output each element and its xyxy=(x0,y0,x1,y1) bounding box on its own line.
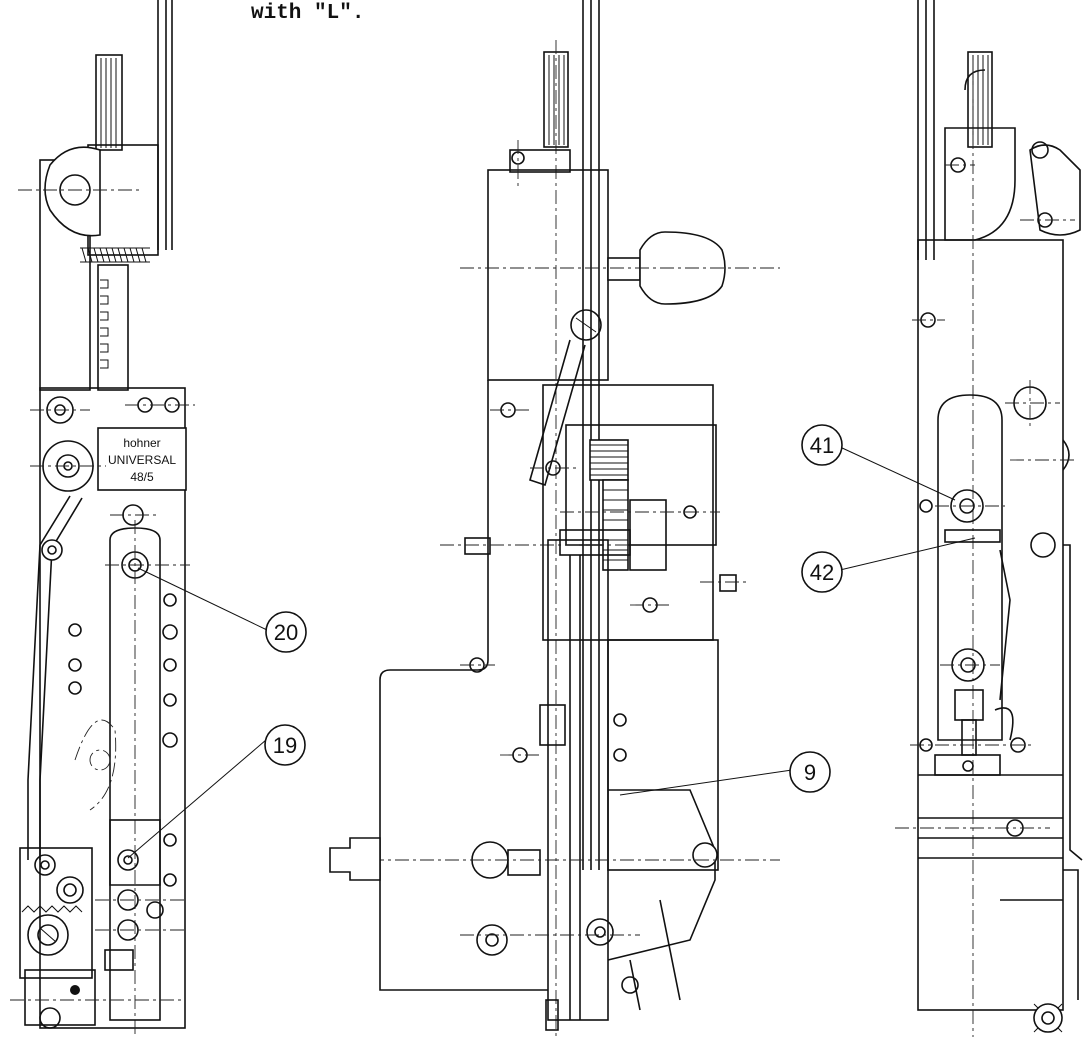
svg-text:41: 41 xyxy=(810,433,834,458)
nameplate xyxy=(97,427,187,491)
svg-text:42: 42 xyxy=(810,560,834,585)
callout-41: 41 xyxy=(801,424,843,466)
right-view xyxy=(895,0,1083,1037)
callout-19: 19 xyxy=(264,724,306,766)
leader-41 xyxy=(839,446,956,501)
nameplate-brand: hohner xyxy=(123,436,160,450)
svg-text:9: 9 xyxy=(804,760,816,785)
leader-9 xyxy=(619,769,793,796)
caption-text: with "L". xyxy=(251,2,365,25)
svg-text:19: 19 xyxy=(273,733,297,758)
callout-9: 9 xyxy=(789,751,831,793)
svg-text:20: 20 xyxy=(274,620,298,645)
callout-20: 20 xyxy=(265,611,307,653)
middle-view xyxy=(329,0,780,1037)
leader-42 xyxy=(839,537,976,571)
nameplate-model: UNIVERSAL xyxy=(108,453,176,467)
callout-42: 42 xyxy=(801,551,843,593)
leader-20 xyxy=(137,567,268,631)
left-view: hohner UNIVERSAL 48/5 xyxy=(10,0,195,1037)
leader-19 xyxy=(127,739,267,859)
nameplate-size: 48/5 xyxy=(130,470,154,484)
spring xyxy=(80,247,150,263)
